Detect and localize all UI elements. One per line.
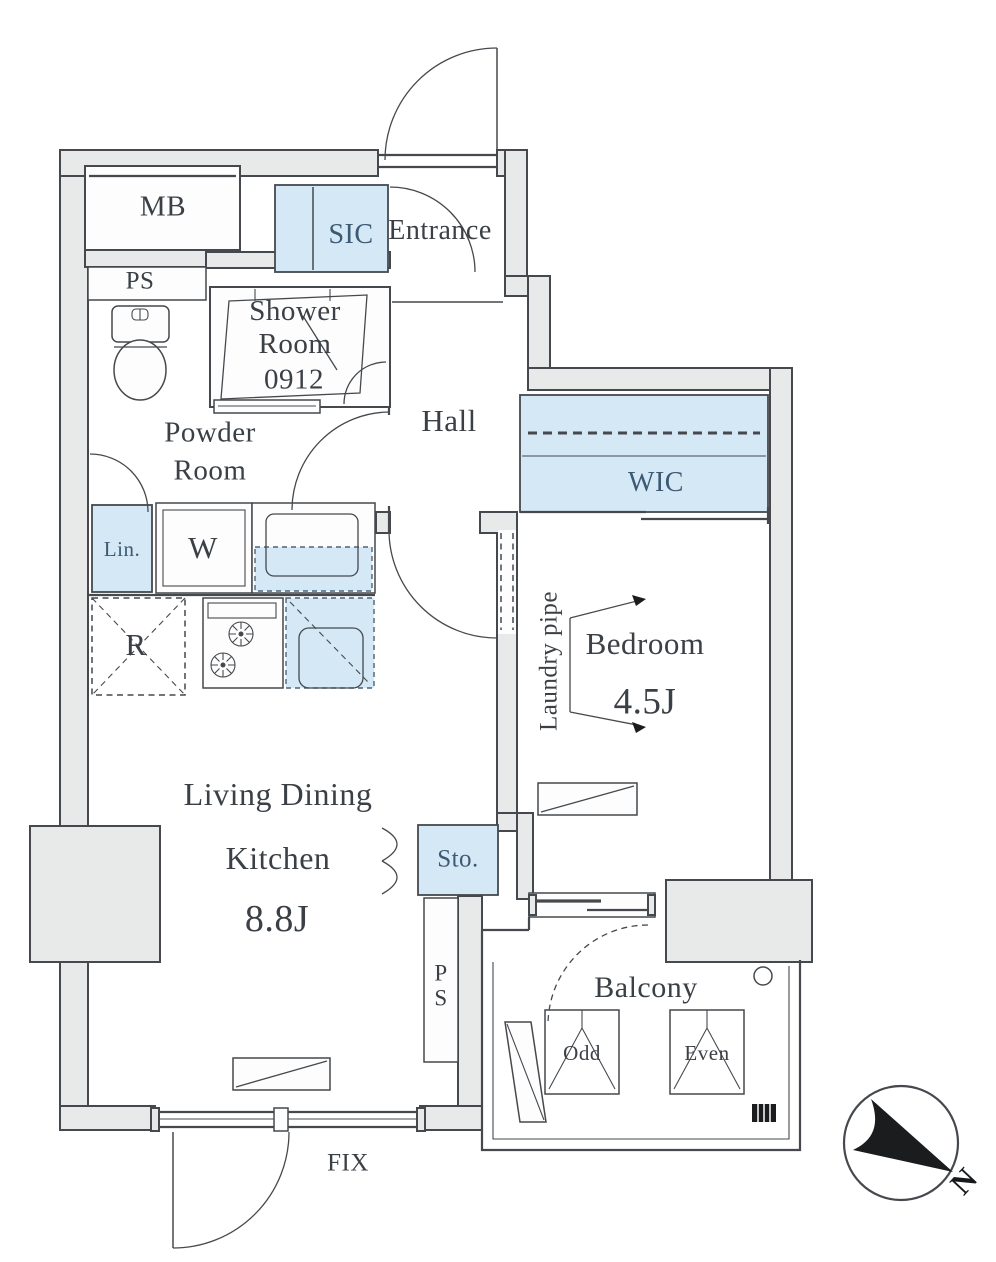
label-bedroom-size: 4.5J bbox=[613, 681, 677, 723]
label-hall: Hall bbox=[421, 403, 477, 439]
label-shower-room-code: 0912 bbox=[264, 363, 324, 396]
counter-icon-ldk bbox=[232, 1057, 331, 1091]
mb-box bbox=[84, 165, 241, 251]
toilet-icon bbox=[111, 305, 170, 401]
washer-icon bbox=[155, 502, 253, 594]
label-storage: Sto. bbox=[437, 845, 479, 873]
entrance-door bbox=[378, 47, 498, 169]
sic-closet bbox=[274, 184, 389, 273]
label-sic: SIC bbox=[328, 218, 374, 250]
storage-closet bbox=[417, 824, 499, 896]
ps-box bbox=[87, 266, 207, 301]
refrigerator-icon bbox=[91, 597, 186, 696]
label-ac-odd: Odd bbox=[563, 1040, 601, 1065]
label-entrance: Entrance bbox=[388, 214, 492, 246]
ac-spot-odd bbox=[544, 1009, 620, 1095]
stove-icon bbox=[202, 597, 284, 689]
ps-shaft bbox=[423, 897, 459, 1063]
label-bedroom: Bedroom bbox=[585, 626, 705, 662]
label-ps-lower: PS bbox=[434, 960, 448, 1011]
label-wic: WIC bbox=[628, 466, 684, 498]
kitchen-sink-icon bbox=[285, 597, 375, 689]
label-laundry-pipe: Laundry pipe bbox=[535, 591, 563, 731]
label-mb: MB bbox=[139, 190, 187, 223]
label-shower-room: Shower Room bbox=[249, 294, 341, 360]
label-fix-window: FIX bbox=[327, 1149, 369, 1177]
label-ps-upper: PS bbox=[125, 267, 155, 295]
grate-icon bbox=[752, 1104, 776, 1122]
sliding-doors bbox=[498, 530, 656, 918]
laundry-pipe-annotation bbox=[569, 595, 646, 733]
partition-panel bbox=[504, 1021, 547, 1123]
label-ldk-size: 8.8J bbox=[244, 898, 310, 941]
door-arcs bbox=[89, 186, 498, 639]
label-ldk: Living Dining Kitchen bbox=[183, 776, 373, 876]
label-ac-even: Even bbox=[684, 1040, 730, 1065]
ac-spot-even bbox=[669, 1009, 745, 1095]
linen-closet bbox=[91, 504, 153, 593]
shower-room-fixture bbox=[209, 286, 391, 414]
compass-icon bbox=[842, 1084, 960, 1202]
wic-closet bbox=[519, 394, 770, 524]
bifold-door bbox=[381, 827, 398, 895]
counter-icon-bedroom bbox=[537, 782, 638, 816]
drain-icon bbox=[753, 966, 773, 986]
label-balcony: Balcony bbox=[594, 970, 698, 1004]
label-powder-room: Powder Room bbox=[164, 416, 256, 486]
basin-icon bbox=[251, 502, 376, 594]
label-washer: W bbox=[188, 530, 218, 566]
label-refrigerator: R bbox=[125, 627, 147, 663]
fix-window bbox=[150, 1107, 426, 1249]
label-linen: Lin. bbox=[103, 536, 141, 561]
balcony-structure bbox=[480, 917, 802, 1152]
